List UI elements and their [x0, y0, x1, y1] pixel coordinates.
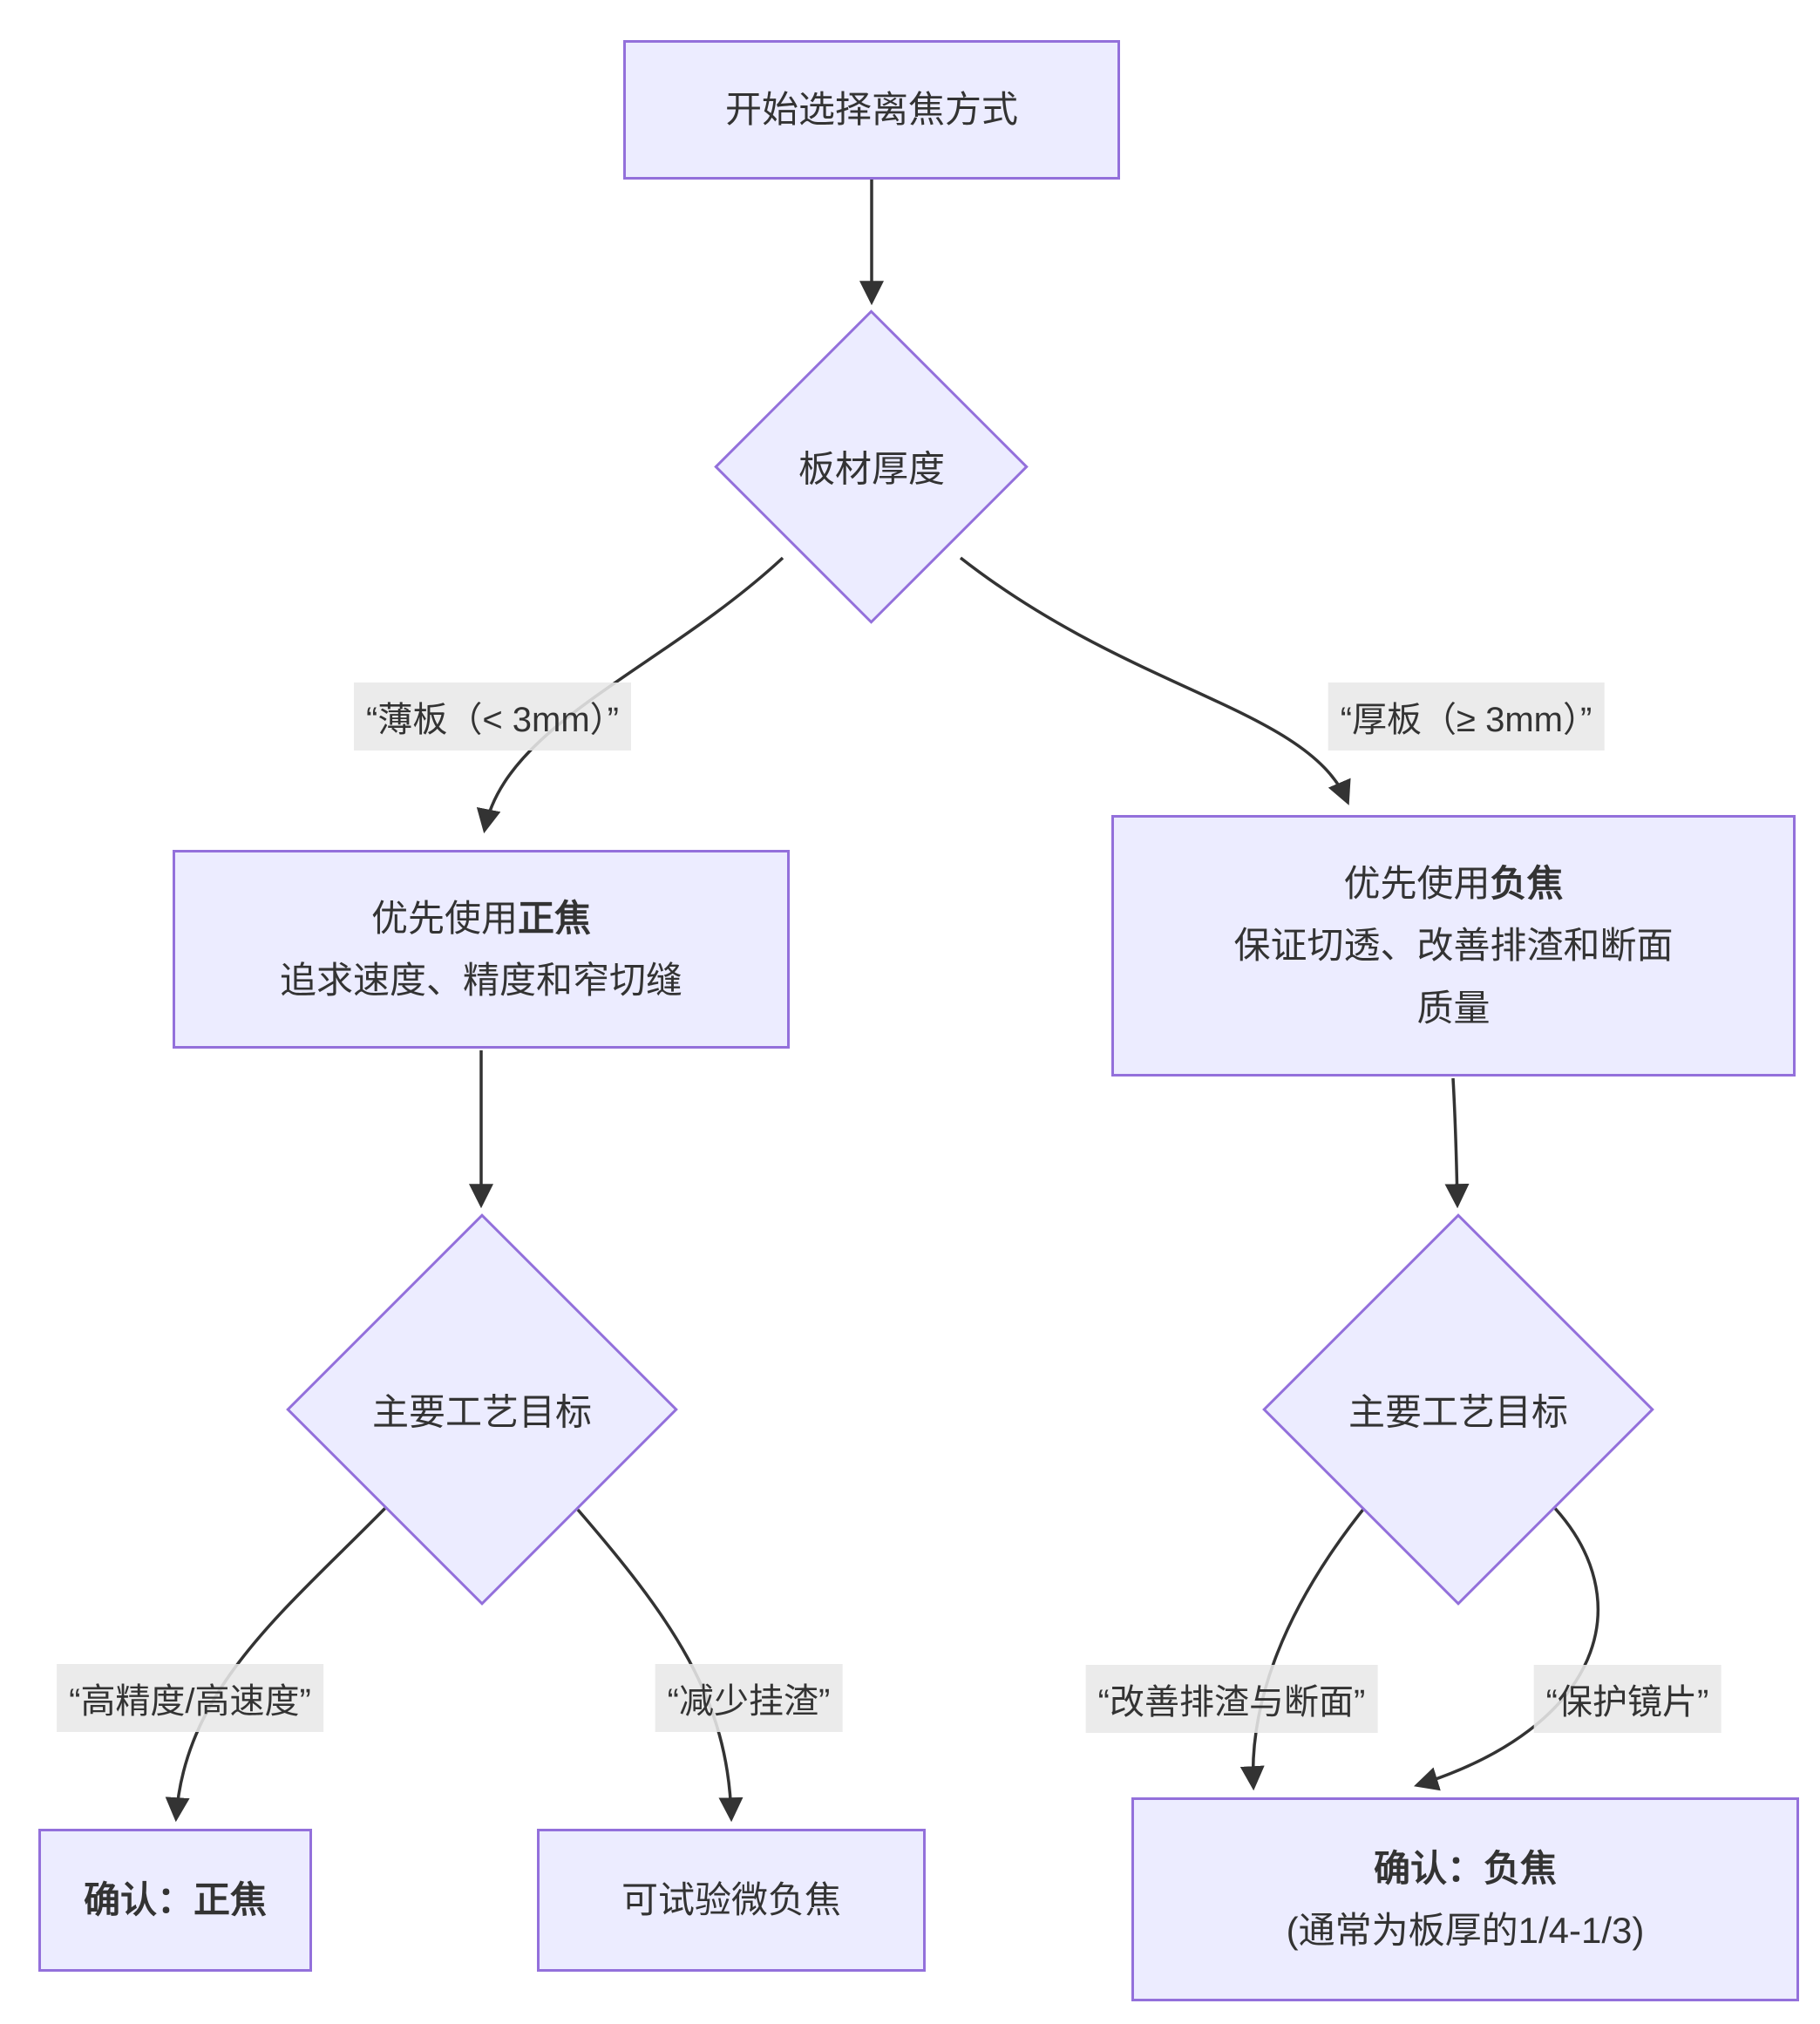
node-negative-focus-line2: 保证切透、改善排渣和断面 — [1233, 925, 1674, 967]
node-goal-left-label: 主要工艺目标 — [371, 1391, 593, 1433]
node-negative-focus: 优先使用负焦 保证切透、改善排渣和断面 质量 — [1111, 815, 1796, 1077]
edge-label-reduce-dross: “减少挂渣” — [655, 1664, 843, 1732]
node-goal-right-label: 主要工艺目标 — [1348, 1391, 1569, 1433]
node-thickness-decision-label: 板材厚度 — [798, 448, 946, 490]
node-start-label: 开始选择离焦方式 — [724, 89, 1018, 131]
edge-goal-left-to-confirm-positive — [165, 1501, 392, 1823]
node-try-micro-negative-label: 可试验微负焦 — [621, 1879, 841, 1921]
node-try-micro-negative: 可试验微负焦 — [537, 1829, 926, 1972]
node-start: 开始选择离焦方式 — [623, 40, 1120, 180]
edge-label-protect-lens: “保护镜片” — [1533, 1665, 1722, 1733]
negative-focus-bold: 负焦 — [1490, 862, 1564, 904]
node-negative-focus-line1: 优先使用负焦 — [1343, 852, 1563, 914]
edge-label-thin-plate: “薄板（< 3mm）” — [354, 683, 631, 751]
node-confirm-negative-line2: (通常为板厚的1/4-1/3) — [1286, 1910, 1645, 1951]
positive-focus-bold: 正焦 — [518, 897, 592, 939]
edge-label-improve-dross-section: “改善排渣与断面” — [1085, 1665, 1378, 1733]
edge-goal-right-to-confirm-negative-1 — [1239, 1501, 1370, 1791]
node-positive-focus: 优先使用正焦 追求速度、精度和窄切缝 — [173, 850, 790, 1049]
edge-label-high-precision: “高精度/高速度” — [57, 1664, 323, 1732]
node-positive-focus-line2: 追求速度、精度和窄切缝 — [279, 960, 682, 1001]
node-confirm-negative: 确认：负焦 (通常为板厚的1/4-1/3) — [1131, 1797, 1799, 2001]
node-positive-focus-line1: 优先使用正焦 — [371, 887, 591, 949]
node-negative-focus-line3: 质量 — [1416, 987, 1491, 1029]
edge-label-thick-plate: “厚板（≥ 3mm）” — [1328, 683, 1605, 751]
edge-goal-left-to-micro-negative — [570, 1501, 744, 1823]
positive-focus-prefix: 优先使用 — [370, 897, 518, 939]
edge-negative-to-goal-right — [1444, 1077, 1470, 1209]
node-confirm-negative-line1: 确认：负焦 — [1373, 1847, 1557, 1889]
edge-goal-right-to-confirm-negative-2 — [1413, 1501, 1600, 1791]
edge-thickness-to-negative — [959, 556, 1351, 805]
node-confirm-positive: 确认：正焦 — [38, 1829, 312, 1972]
negative-focus-prefix: 优先使用 — [1343, 862, 1491, 904]
node-confirm-positive-label: 确认：正焦 — [83, 1879, 267, 1921]
